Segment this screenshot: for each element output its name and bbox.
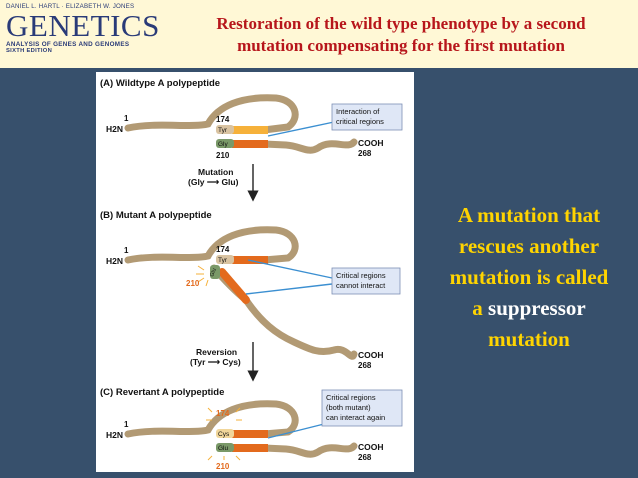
suppressor-mutation-figure: (A) Wildtype A polypeptide H2N 1 174 Tyr… xyxy=(96,72,414,472)
panel-c-revertant: (C) Revertant A polypeptide H2N 1 174 Cy… xyxy=(100,387,403,471)
panel-c-start-number: 1 xyxy=(124,420,129,429)
callout-line-1: A mutation that xyxy=(457,203,601,227)
mutation-step: Mutation (Gly ⟶ Glu) xyxy=(188,164,259,202)
panel-c-upper-residue: Cys xyxy=(218,431,230,438)
panel-a-title: (A) Wildtype A polypeptide xyxy=(100,78,220,89)
panel-c-upper-residue-badge xyxy=(216,429,234,438)
panel-c-title: (C) Revertant A polypeptide xyxy=(100,387,224,398)
panel-a-label-line-2: critical regions xyxy=(336,117,384,126)
panel-a-wildtype: (A) Wildtype A polypeptide H2N 1 174 Tyr… xyxy=(100,78,403,160)
panel-a-pointer-line xyxy=(267,121,335,137)
figure-diagram: (A) Wildtype A polypeptide H2N 1 174 Tyr… xyxy=(100,78,403,471)
panel-c-chain xyxy=(124,400,358,458)
panel-c-lower-position: 210 xyxy=(216,462,230,471)
panel-b-mutant: (B) Mutant A polypeptide H2N 1 174 Tyr G… xyxy=(100,210,401,370)
textbook-logo: GENETICS xyxy=(6,8,160,43)
panel-c-label-box xyxy=(321,389,403,427)
mutation-step-label: Mutation xyxy=(198,167,233,177)
callout-suppressor-term: suppressor xyxy=(488,296,586,320)
panel-a-chain xyxy=(124,94,358,154)
panel-c-label-line-1: Critical regions xyxy=(326,393,376,402)
panel-c-lower-residue-badge xyxy=(216,443,234,452)
reversion-step-label: Reversion xyxy=(196,347,237,357)
panel-b-lower-residue-badge xyxy=(210,265,220,279)
panel-b-lower-residue: Glu xyxy=(209,268,218,278)
panel-c-upper-critical-region xyxy=(232,430,268,438)
panel-b-upper-residue-badge xyxy=(216,255,234,264)
panel-a-end-number: 268 xyxy=(358,149,372,158)
panel-b-lower-critical-region xyxy=(218,268,250,304)
panel-b-title: (B) Mutant A polypeptide xyxy=(100,210,212,221)
callout-line-4-prefix: a xyxy=(472,296,483,320)
panel-c-lower-starburst-icon xyxy=(207,455,241,461)
panel-c-label-line-3: can interact again xyxy=(326,413,385,422)
panel-b-c-terminus: COOH xyxy=(358,350,384,360)
textbook-brand: DANIEL L. HARTL · ELIZABETH W. JONES GEN… xyxy=(6,3,164,65)
reversion-step: Reversion (Tyr ⟶ Cys) xyxy=(190,342,259,382)
panel-c-upper-position: 174 xyxy=(216,409,230,418)
slide-title-line-2: mutation compensating for the first muta… xyxy=(237,36,565,55)
panel-c-lower-residue: Glu xyxy=(218,445,229,452)
panel-c-pointer-line xyxy=(267,423,325,439)
panel-a-upper-residue: Tyr xyxy=(218,127,228,134)
textbook-subtitle: ANALYSIS OF GENES AND GENOMES xyxy=(6,41,130,48)
callout-line-5: mutation xyxy=(488,327,570,351)
callout-line-2: rescues another xyxy=(458,234,600,258)
panel-a-lower-critical-region xyxy=(232,140,268,148)
panel-a-lower-residue-badge xyxy=(216,139,234,148)
panel-c-n-terminus: H2N xyxy=(106,430,123,440)
panel-c-end-number: 268 xyxy=(358,453,372,462)
panel-c-lower-critical-region xyxy=(232,444,268,452)
panel-c-c-terminus: COOH xyxy=(358,442,384,452)
panel-b-label-box xyxy=(331,267,401,295)
suppressor-definition-callout: A mutation that rescues another mutation… xyxy=(426,200,632,355)
panel-b-pointer-line-upper xyxy=(247,259,333,279)
panel-a-lower-residue: Gly xyxy=(218,141,229,148)
panel-b-n-terminus: H2N xyxy=(106,256,123,266)
textbook-edition: SIXTH EDITION xyxy=(6,48,53,54)
panel-b-end-number: 268 xyxy=(358,361,372,370)
panel-b-label-line-1: Critical regions xyxy=(336,271,386,280)
slide-header: DANIEL L. HARTL · ELIZABETH W. JONES GEN… xyxy=(0,0,638,68)
panel-a-label-box xyxy=(331,103,403,131)
callout-line-4: a suppressor xyxy=(426,293,632,324)
reversion-step-change: (Tyr ⟶ Cys) xyxy=(190,357,241,367)
panel-b-pointer-line-lower xyxy=(245,283,333,295)
panel-a-start-number: 1 xyxy=(124,114,129,123)
panel-b-label-line-2: cannot interact xyxy=(336,281,386,290)
panel-b-upper-residue: Tyr xyxy=(218,257,228,264)
panel-c-label-line-2: (both mutant) xyxy=(326,403,371,412)
panel-a-c-terminus: COOH xyxy=(358,138,384,148)
panel-a-upper-position: 174 xyxy=(216,115,230,124)
slide-title: Restoration of the wild type phenotype b… xyxy=(166,13,636,57)
panel-b-start-number: 1 xyxy=(124,246,129,255)
panel-b-upper-position: 174 xyxy=(216,245,230,254)
textbook-authors: DANIEL L. HARTL · ELIZABETH W. JONES xyxy=(6,3,135,10)
slide-title-line-1: Restoration of the wild type phenotype b… xyxy=(216,14,586,33)
panel-a-n-terminus: H2N xyxy=(106,124,123,134)
panel-b-lower-position: 210 xyxy=(186,279,200,288)
panel-c-upper-starburst-icon xyxy=(206,407,242,421)
panel-a-label-line-1: Interaction of xyxy=(336,107,380,116)
callout-line-3: mutation is called xyxy=(449,265,609,289)
panel-a-lower-position: 210 xyxy=(216,151,230,160)
panel-a-upper-residue-badge xyxy=(216,125,234,134)
mutation-step-change: (Gly ⟶ Glu) xyxy=(188,177,239,187)
panel-b-starburst-icon xyxy=(196,265,209,287)
panel-a-upper-critical-region xyxy=(232,126,268,134)
